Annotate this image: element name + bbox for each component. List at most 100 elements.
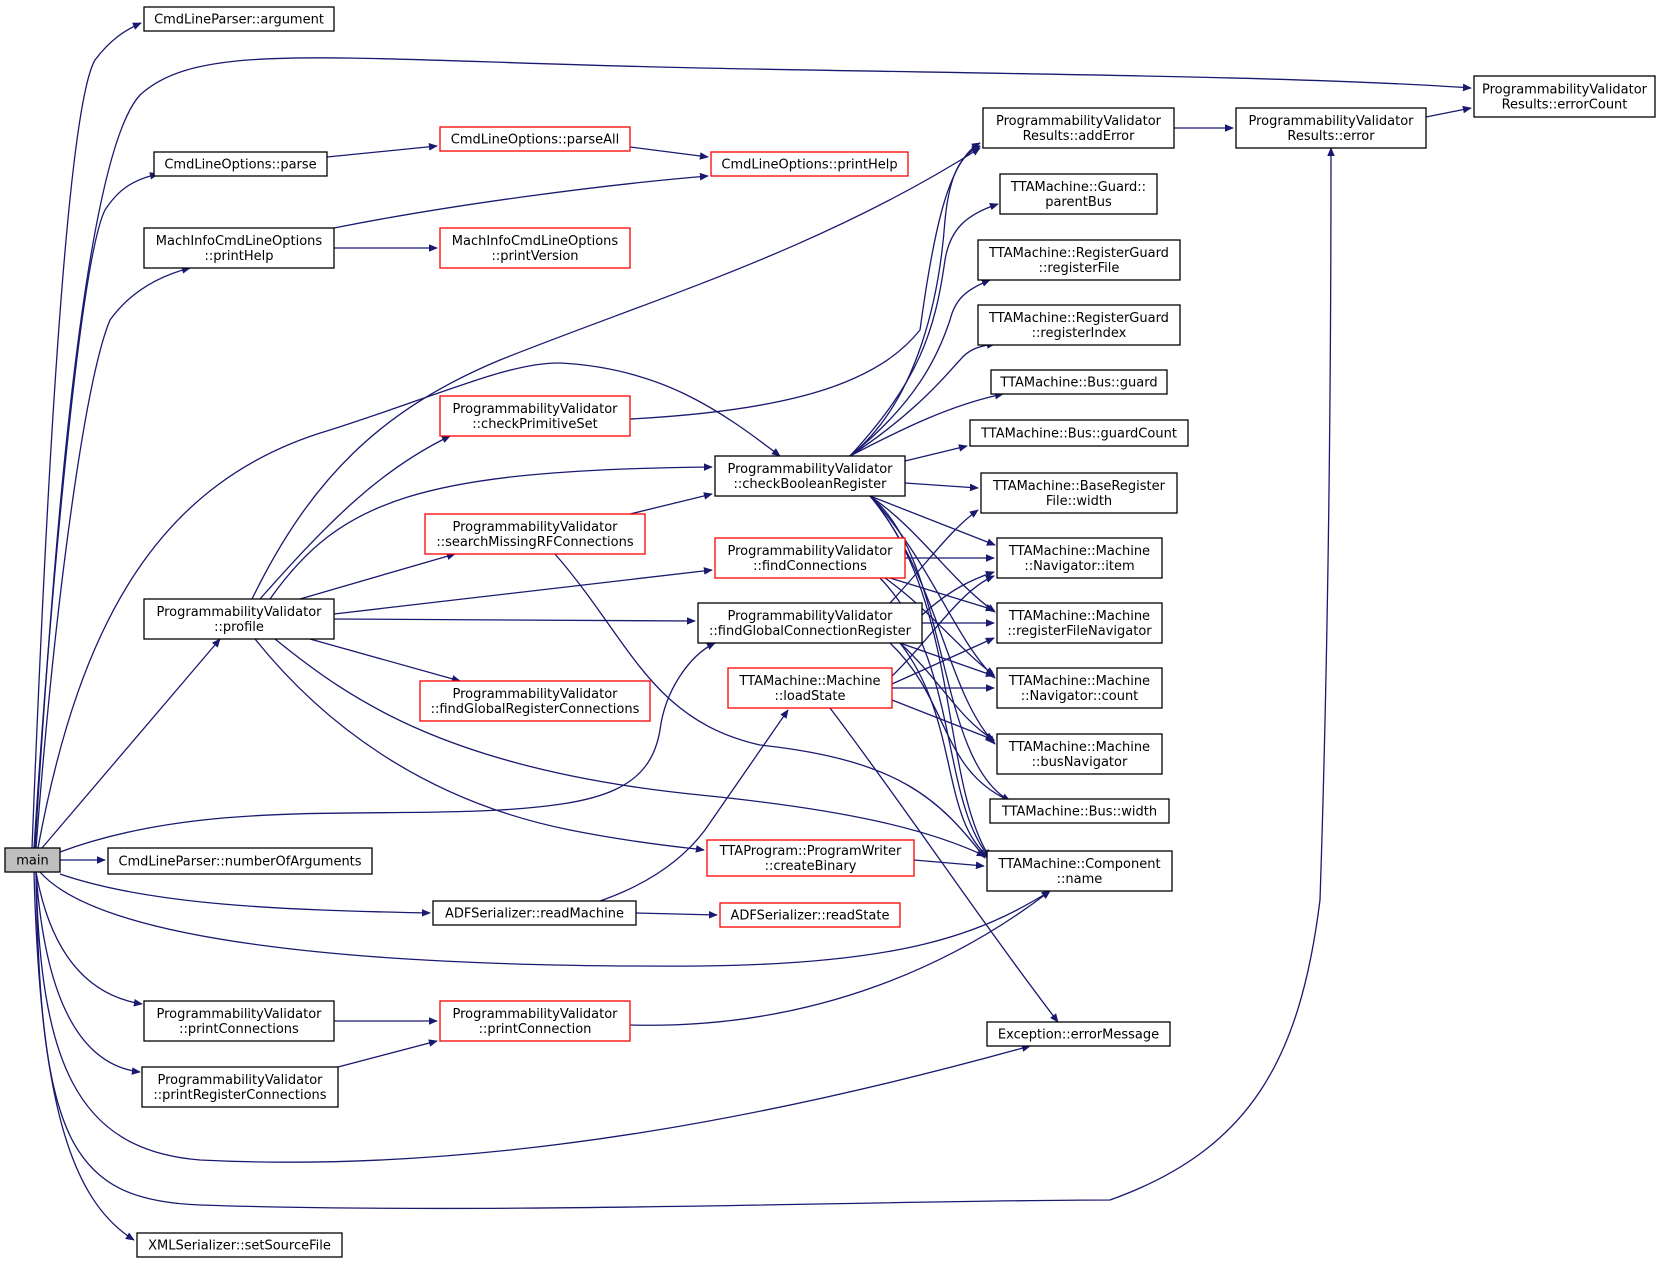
node-checkPrimitiveSet[interactable]: ProgrammabilityValidator::checkPrimitive… <box>439 395 631 437</box>
edge-path <box>274 638 986 857</box>
node-box <box>1235 107 1427 149</box>
edge-readMachine-to-loadState <box>599 709 789 902</box>
node-box <box>977 239 1181 281</box>
node-cloPrintHelp[interactable]: CmdLineOptions::printHelp <box>710 151 909 177</box>
edge-findConnections-to-navCount <box>884 577 995 676</box>
edge-findGlobalConnReg-to-navItem <box>921 570 995 616</box>
edge-loadState-to-rfNavigator <box>891 637 995 685</box>
edge-checkBooleanRegister-to-navCount <box>869 495 996 679</box>
node-busWidth[interactable]: TTAMachine::Bus::width <box>989 798 1170 824</box>
node-setSourceFile[interactable]: XMLSerializer::setSourceFile <box>136 1232 343 1258</box>
node-label: MachInfoCmdLineOptions <box>452 234 619 249</box>
node-addError[interactable]: ProgrammabilityValidatorResults::addErro… <box>982 107 1175 149</box>
edge-path <box>33 172 159 849</box>
node-readState[interactable]: ADFSerializer::readState <box>719 902 901 928</box>
edge-path <box>635 911 718 919</box>
node-label: ::checkBooleanRegister <box>734 477 888 492</box>
node-box <box>982 107 1175 149</box>
node-rfNavigator[interactable]: TTAMachine::Machine::registerFileNavigat… <box>996 602 1163 644</box>
node-label: ::findConnections <box>753 559 867 574</box>
node-main[interactable]: main <box>4 847 61 873</box>
node-machPrintHelp[interactable]: MachInfoCmdLineOptions::printHelp <box>143 227 335 269</box>
node-label: ::registerIndex <box>1032 326 1127 341</box>
node-busGuardCount[interactable]: TTAMachine::Bus::guardCount <box>969 419 1189 447</box>
edge-checkBooleanRegister-to-rgRegisterFile <box>849 279 991 457</box>
edge-path <box>259 435 451 600</box>
node-box <box>706 839 915 877</box>
node-box <box>714 537 906 579</box>
edge-checkBooleanRegister-to-busGuard <box>849 391 1004 457</box>
node-navCount[interactable]: TTAMachine::Machine::Navigator::count <box>996 667 1163 709</box>
node-box <box>136 1232 343 1258</box>
node-label: main <box>16 854 48 869</box>
edge-readMachine-to-readState <box>635 911 718 919</box>
node-cloParse[interactable]: CmdLineOptions::parse <box>153 151 328 177</box>
node-findGlobalRegConn[interactable]: ProgrammabilityValidator::findGlobalRegi… <box>419 680 651 722</box>
node-rgRegisterIndex[interactable]: TTAMachine::RegisterGuard::registerIndex <box>977 304 1181 346</box>
node-label: ::checkPrimitiveSet <box>472 417 597 432</box>
edge-machPrintHelp-to-cloPrintHelp <box>333 172 709 229</box>
node-printRegConnections[interactable]: ProgrammabilityValidator::printRegisterC… <box>141 1066 339 1108</box>
node-componentName[interactable]: TTAMachine::Component::name <box>986 850 1173 892</box>
node-findGlobalConnReg[interactable]: ProgrammabilityValidator::findGlobalConn… <box>697 602 923 644</box>
node-label: ::findGlobalConnectionRegister <box>709 624 912 639</box>
edge-profile-to-checkBooleanRegister <box>269 463 713 600</box>
node-numberOfArguments[interactable]: CmdLineParser::numberOfArguments <box>107 847 373 875</box>
node-busGuard[interactable]: TTAMachine::Bus::guard <box>990 369 1168 395</box>
node-label: TTAMachine::Machine <box>738 674 880 689</box>
node-box <box>143 227 335 269</box>
node-busNavigator[interactable]: TTAMachine::Machine::busNavigator <box>996 733 1163 775</box>
node-box <box>986 1021 1171 1047</box>
edge-path <box>41 638 221 849</box>
node-label: parentBus <box>1045 195 1112 210</box>
node-printConnection[interactable]: ProgrammabilityValidator::printConnectio… <box>439 1000 631 1042</box>
edge-path <box>1425 105 1472 118</box>
node-box <box>996 537 1163 579</box>
node-checkBooleanRegister[interactable]: ProgrammabilityValidator::checkBooleanRe… <box>714 455 906 497</box>
edge-path <box>869 495 996 679</box>
edge-path <box>629 890 1051 1026</box>
node-readMachine[interactable]: ADFSerializer::readMachine <box>432 900 637 926</box>
edge-path <box>299 552 456 600</box>
node-box <box>143 598 335 640</box>
node-errorCount[interactable]: ProgrammabilityValidatorResults::errorCo… <box>1473 75 1656 118</box>
node-label: XMLSerializer::setSourceFile <box>148 1239 331 1254</box>
node-navItem[interactable]: TTAMachine::Machine::Navigator::item <box>996 537 1163 579</box>
edge-path <box>889 509 979 604</box>
edge-path <box>849 341 996 457</box>
node-argument[interactable]: CmdLineParser::argument <box>143 6 335 32</box>
node-machPrintVersion[interactable]: MachInfoCmdLineOptions::printVersion <box>439 227 631 269</box>
node-rgRegisterFile[interactable]: TTAMachine::RegisterGuard::registerFile <box>977 239 1181 281</box>
node-label: Results::errorCount <box>1502 98 1628 113</box>
edge-path <box>39 871 1051 967</box>
edge-path <box>269 463 713 600</box>
node-box <box>719 902 901 928</box>
node-label: TTAMachine::Bus::guard <box>999 376 1157 391</box>
node-errorMessage[interactable]: Exception::errorMessage <box>986 1021 1171 1047</box>
edge-loadState-to-errorMessage <box>829 707 1059 1023</box>
node-box <box>439 227 631 269</box>
node-label: ADFSerializer::readMachine <box>445 907 624 922</box>
node-label: ::loadState <box>775 689 846 704</box>
node-label: ::findGlobalRegisterConnections <box>431 702 640 717</box>
node-parseAll[interactable]: CmdLineOptions::parseAll <box>439 126 631 152</box>
node-profile[interactable]: ProgrammabilityValidator::profile <box>143 598 335 640</box>
edge-profile-to-searchMissing <box>299 552 456 600</box>
edge-path <box>629 146 709 160</box>
node-findConnections[interactable]: ProgrammabilityValidator::findConnection… <box>714 537 906 579</box>
edge-path <box>333 172 709 229</box>
node-label: ProgrammabilityValidator <box>727 609 893 624</box>
edge-path <box>333 617 696 625</box>
edge-profile-to-createBinary <box>254 638 705 853</box>
node-label: ::profile <box>214 620 264 635</box>
node-guardParentBus[interactable]: TTAMachine::Guard::parentBus <box>999 173 1158 215</box>
node-searchMissing[interactable]: ProgrammabilityValidator::searchMissingR… <box>424 513 646 555</box>
node-createBinary[interactable]: TTAProgram::ProgramWriter::createBinary <box>706 839 915 877</box>
node-label: TTAMachine::Machine <box>1008 609 1150 624</box>
node-loadState[interactable]: TTAMachine::Machine::loadState <box>727 667 893 709</box>
node-printConnections[interactable]: ProgrammabilityValidator::printConnectio… <box>143 1000 335 1042</box>
node-box <box>969 419 1189 447</box>
